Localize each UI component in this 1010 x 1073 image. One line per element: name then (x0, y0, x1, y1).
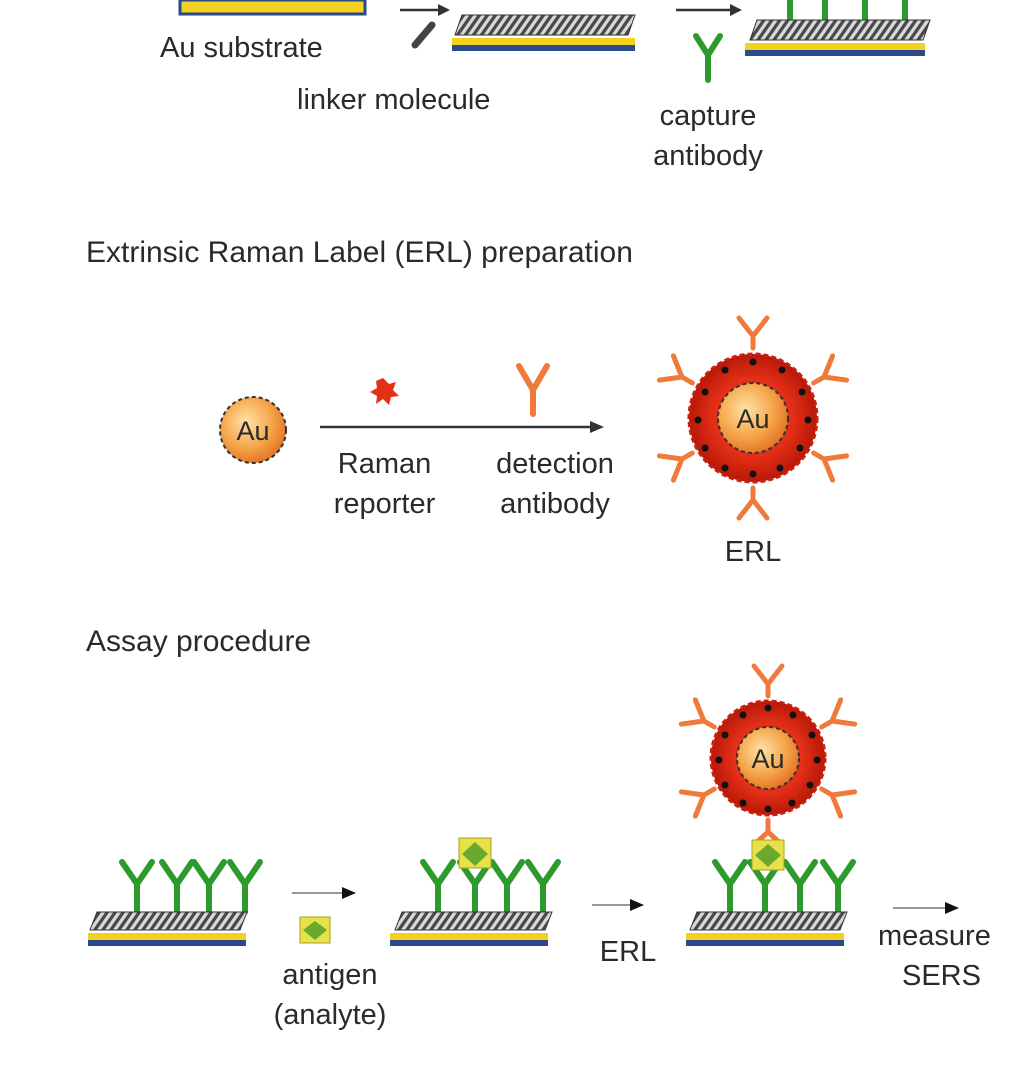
erl-step-label: ERL (599, 936, 657, 968)
substrate-with-capture-antibodies (745, 0, 931, 56)
assay-heading: Assay procedure (86, 625, 312, 658)
raman-line1: Raman (337, 448, 432, 480)
assay-substrate-1 (88, 859, 263, 946)
raman-reporter-dots (694, 358, 812, 478)
capture-antibody-icon (693, 33, 723, 83)
bound-erl-particle: Au (678, 663, 858, 871)
raman-reporter-icon (370, 378, 399, 405)
au-substrate-label: Au substrate (160, 32, 323, 64)
antigen-line1: antigen (282, 959, 378, 991)
measure-sers-label: measure SERS (878, 916, 1010, 996)
erl-prep-heading: Extrinsic Raman Label (ERL) preparation (86, 236, 633, 269)
au-particle-label: Au (236, 416, 269, 446)
linker-molecule-label: linker molecule (297, 84, 491, 116)
assay-arrow-2 (592, 899, 644, 911)
detection-line2: antibody (500, 488, 610, 520)
assay-substrate-3 (686, 859, 856, 946)
assay-arrow-1 (292, 887, 356, 899)
measure-line2: SERS (902, 960, 981, 992)
erl-au-label: Au (736, 404, 769, 434)
arrow-1 (400, 4, 450, 16)
capture-label-line1: capture (659, 100, 757, 132)
capture-antibody-label: capture antibody (638, 96, 778, 176)
erl-arrow (320, 421, 604, 433)
final-au-label: Au (751, 744, 784, 774)
antigen-icon (299, 916, 331, 944)
erl-label: ERL (724, 536, 782, 568)
substrate-with-linker (452, 14, 636, 51)
assay-substrate-2 (390, 837, 561, 946)
measure-line1: measure (878, 920, 991, 952)
arrow-2 (676, 4, 742, 16)
capture-label-line2: antibody (653, 140, 763, 172)
linker-molecule-icon (411, 21, 436, 49)
erl-detection-antibodies (656, 315, 850, 521)
erl-particle: Au (656, 315, 850, 521)
au-nanoparticle: Au (219, 396, 287, 464)
raman-line2: reporter (333, 488, 436, 520)
detection-line1: detection (496, 448, 614, 480)
antigen-line2: (analyte) (273, 999, 387, 1031)
sandwiched-antigen (751, 839, 785, 871)
assay-arrow-3 (893, 902, 959, 914)
raman-reporter-label: Raman reporter (322, 444, 447, 524)
detection-antibody-icon (516, 363, 550, 417)
au-substrate (178, 0, 367, 16)
detection-antibody-label: detection antibody (480, 444, 630, 524)
bound-antigen (458, 837, 492, 869)
antigen-label: antigen (analyte) (260, 955, 400, 1035)
